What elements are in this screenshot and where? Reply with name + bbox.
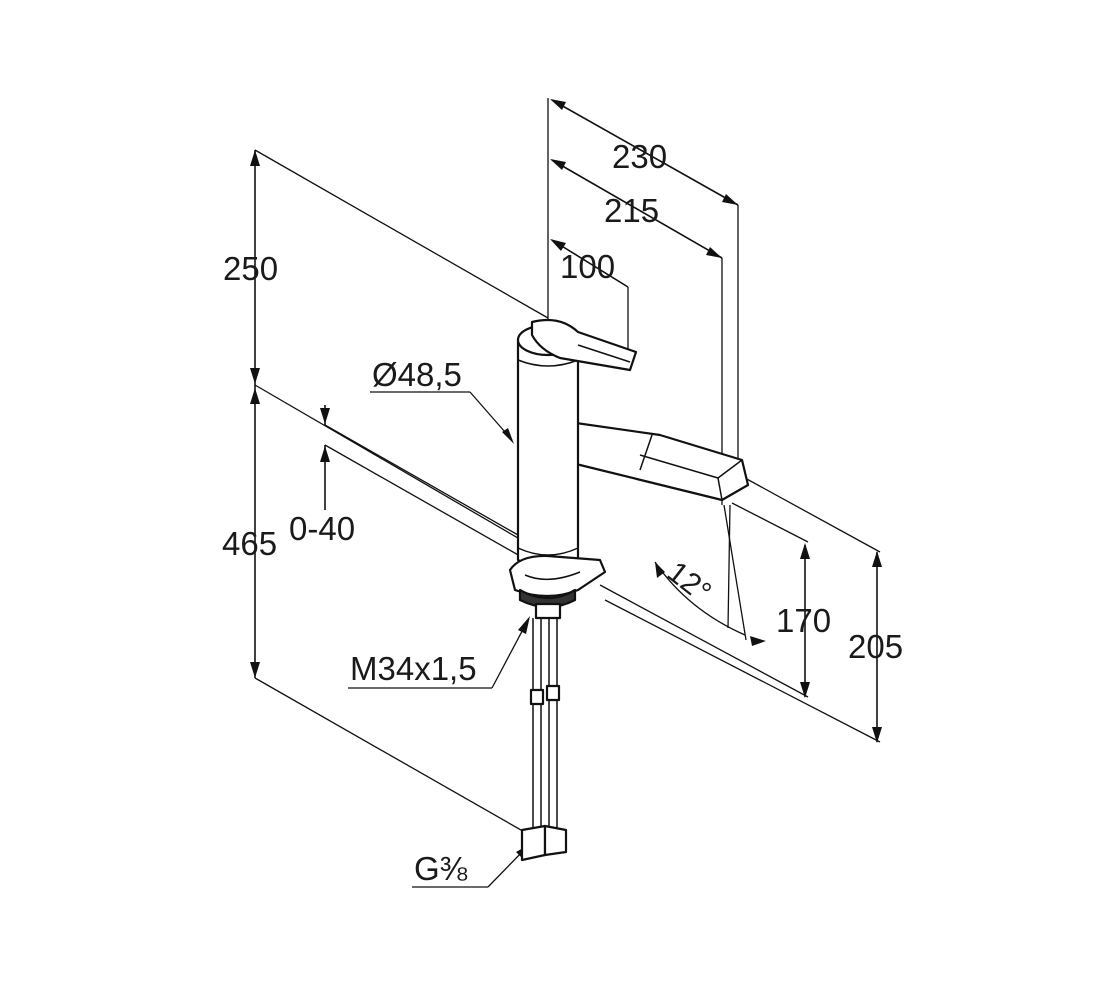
- arrow-040-bottom: [320, 446, 330, 462]
- arrow-angle-start: [655, 562, 665, 578]
- label-250: 250: [223, 250, 278, 287]
- arrow-040-top: [320, 408, 330, 424]
- dimension-labels: 230 215 100 250 465 0-40 Ø48,5 170 205 1…: [222, 138, 903, 887]
- lever-handle: [530, 318, 638, 372]
- arrow-230-end: [722, 194, 738, 205]
- arrow-250-bottom: [250, 368, 260, 384]
- label-215: 215: [604, 192, 659, 229]
- label-170: 170: [776, 602, 831, 639]
- arrow-465-top: [250, 388, 260, 404]
- label-0-40: 0-40: [289, 510, 355, 547]
- arrow-diameter: [502, 428, 514, 444]
- label-diameter: Ø48,5: [372, 356, 462, 393]
- arrow-170-top: [800, 543, 810, 559]
- arrow-250-top: [250, 150, 260, 166]
- arrow-thread: [518, 616, 530, 634]
- arrow-205-bottom: [872, 727, 882, 743]
- dimension-lines: [254, 98, 881, 888]
- column: [516, 323, 580, 570]
- faucet-drawing: [508, 318, 750, 862]
- label-205: 205: [848, 628, 903, 665]
- arrow-angle-end: [750, 636, 766, 646]
- label-angle: 12°: [661, 555, 717, 609]
- label-465: 465: [222, 525, 277, 562]
- arrow-205-top: [872, 551, 882, 567]
- base-plate: [508, 554, 607, 609]
- spout: [548, 418, 750, 502]
- arrow-215-end: [706, 247, 722, 258]
- arrow-170-bottom: [800, 682, 810, 698]
- label-100: 100: [560, 248, 615, 285]
- label-thread: M34x1,5: [350, 650, 477, 687]
- hoses: [520, 602, 568, 862]
- arrow-100-start: [550, 239, 566, 251]
- arrow-465-bottom: [250, 662, 260, 678]
- arrow-230-start: [550, 99, 566, 110]
- arrowheads: [250, 99, 882, 858]
- arrow-215-start: [550, 159, 566, 170]
- label-connection: G⅜: [414, 850, 468, 887]
- label-230: 230: [612, 138, 667, 175]
